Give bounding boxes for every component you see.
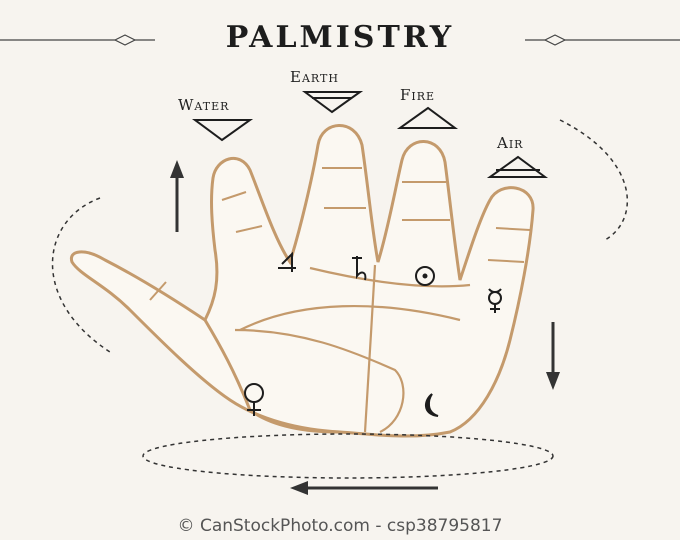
cycle-arrows xyxy=(51,119,628,479)
bottom-ellipse xyxy=(142,433,554,479)
down-arrow-icon xyxy=(546,322,560,390)
watermark-credit: © CanStockPhoto.com - csp38795817 xyxy=(177,516,503,536)
head-line xyxy=(239,304,461,331)
planet-symbols xyxy=(244,251,502,417)
saturn-icon xyxy=(352,256,367,281)
earth-label: Earth xyxy=(290,68,339,86)
life-line xyxy=(234,328,405,433)
moon-icon xyxy=(425,393,439,417)
title-ornament-right xyxy=(525,34,680,46)
water-label: Water xyxy=(178,96,230,114)
right-arc xyxy=(559,119,628,241)
fire-symbol xyxy=(396,106,459,129)
direction-arrows xyxy=(170,160,560,495)
fire-label: Fire xyxy=(400,86,436,104)
left-arc xyxy=(51,197,111,353)
sun-icon xyxy=(415,266,435,286)
heart-line xyxy=(309,266,471,288)
title-ornament-left xyxy=(0,34,155,46)
mercury-icon xyxy=(488,288,502,313)
left-arrow-icon xyxy=(290,481,438,495)
palm-lines xyxy=(234,264,471,433)
air-label: Air xyxy=(497,134,524,152)
page-title: PALMISTRY xyxy=(225,20,455,55)
fate-line xyxy=(363,264,377,433)
hand-outline xyxy=(69,124,535,438)
up-arrow-icon xyxy=(170,160,184,232)
finger-creases xyxy=(149,167,531,301)
earth-symbol xyxy=(301,91,364,114)
water-symbol xyxy=(191,119,254,142)
venus-icon xyxy=(244,383,264,416)
jupiter-icon xyxy=(278,251,296,272)
air-symbol xyxy=(486,155,549,178)
